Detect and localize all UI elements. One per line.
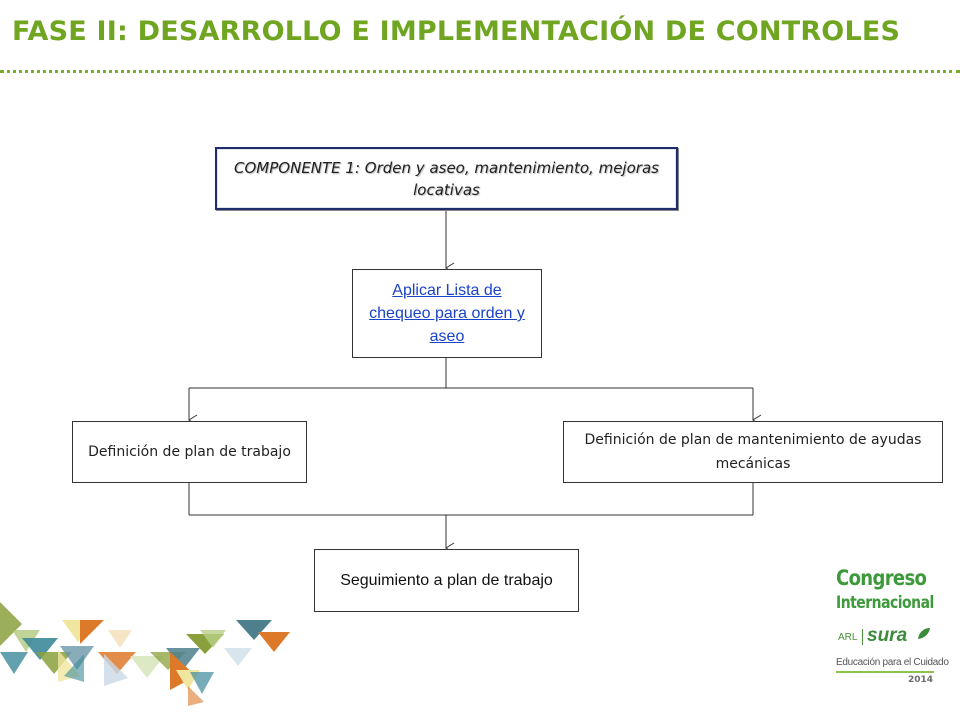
congreso-logo: Congreso Internacional ARL sura Educació…	[834, 566, 949, 690]
deco-triangle	[0, 652, 28, 674]
logo-divider	[836, 671, 934, 673]
deco-triangle	[236, 620, 272, 640]
logo-separator	[862, 629, 863, 645]
componente-label: COMPONENTE 1: Orden y aseo, mantenimient…	[234, 158, 659, 199]
plan-mantenimiento-label: Definición de plan de mantenimiento de a…	[584, 432, 922, 472]
deco-triangle	[166, 648, 200, 670]
page-title: FASE II: DESARROLLO E IMPLEMENTACIÓN DE …	[12, 16, 901, 47]
logo-title-line2: Internacional	[836, 593, 934, 613]
deco-triangle	[224, 648, 252, 666]
logo-sura: sura	[867, 625, 908, 646]
seguimiento-label: Seguimiento a plan de trabajo	[340, 571, 553, 589]
deco-triangle	[64, 654, 84, 682]
plan-mantenimiento-box: Definición de plan de mantenimiento de a…	[563, 421, 943, 483]
deco-triangle	[258, 632, 290, 652]
logo-title-line1: Congreso	[836, 566, 927, 590]
lista-chequeo-box: Aplicar Lista de chequeo para orden y as…	[352, 269, 542, 358]
componente-box: COMPONENTE 1: Orden y aseo, mantenimient…	[215, 147, 678, 210]
deco-triangle	[190, 672, 214, 694]
deco-triangle	[188, 686, 204, 706]
logo-tagline: Educación para el Cuidado	[836, 657, 949, 668]
title-divider	[0, 70, 960, 73]
deco-triangle	[0, 602, 22, 646]
deco-triangle	[130, 656, 164, 678]
deco-triangle	[22, 638, 58, 660]
seguimiento-box: Seguimiento a plan de trabajo	[314, 549, 579, 612]
decorative-triangle-pattern	[0, 602, 290, 706]
deco-triangle	[80, 620, 104, 644]
sura-leaf-icon	[918, 628, 930, 639]
deco-triangle	[60, 646, 94, 670]
logo-arl: ARL	[838, 632, 858, 643]
deco-triangle	[104, 654, 128, 686]
plan-trabajo-box: Definición de plan de trabajo	[72, 421, 307, 483]
logo-year: 2014	[908, 675, 934, 685]
lista-chequeo-link[interactable]: Aplicar Lista de chequeo para orden y as…	[369, 282, 525, 345]
deco-triangle	[200, 630, 226, 648]
plan-trabajo-label: Definición de plan de trabajo	[88, 444, 291, 460]
deco-triangle	[108, 630, 132, 648]
